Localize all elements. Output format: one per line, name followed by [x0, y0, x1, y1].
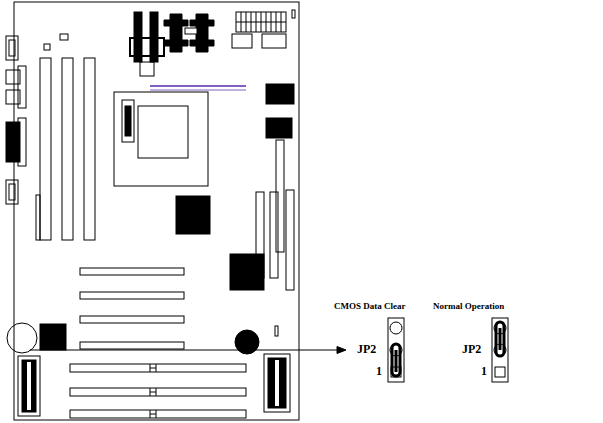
bios-chip	[18, 354, 290, 416]
setting-title: Normal Operation	[433, 302, 504, 312]
jumper-name: JP2	[462, 343, 481, 356]
leader-arrow	[30, 350, 338, 351]
arrow-head	[337, 347, 346, 354]
southbridge-chip	[230, 254, 264, 290]
expansion-slots	[70, 268, 246, 418]
chip	[40, 324, 66, 350]
regulator	[130, 12, 164, 76]
purple-trace	[150, 90, 246, 91]
chip	[266, 84, 294, 104]
jumper-name: JP2	[357, 343, 376, 356]
purple-trace	[150, 85, 246, 87]
small-component	[275, 326, 278, 336]
small-component	[60, 34, 68, 40]
chip	[266, 118, 292, 138]
back-panel-connectors	[6, 36, 26, 204]
power-connector	[232, 10, 295, 48]
setting-title: CMOS Data Clear	[334, 302, 406, 312]
jumper-normal	[492, 318, 508, 382]
ide-connectors	[256, 140, 294, 290]
pin-number: 1	[376, 365, 382, 378]
pin-number: 1	[481, 365, 487, 378]
dimm-slots	[36, 58, 95, 240]
inductor-coils	[164, 14, 214, 52]
jumper-clear	[388, 318, 404, 382]
small-component	[44, 44, 50, 50]
northbridge-chip	[176, 196, 210, 234]
cpu-socket	[114, 92, 208, 186]
board-outline	[14, 2, 299, 420]
callout-circle	[7, 323, 37, 353]
